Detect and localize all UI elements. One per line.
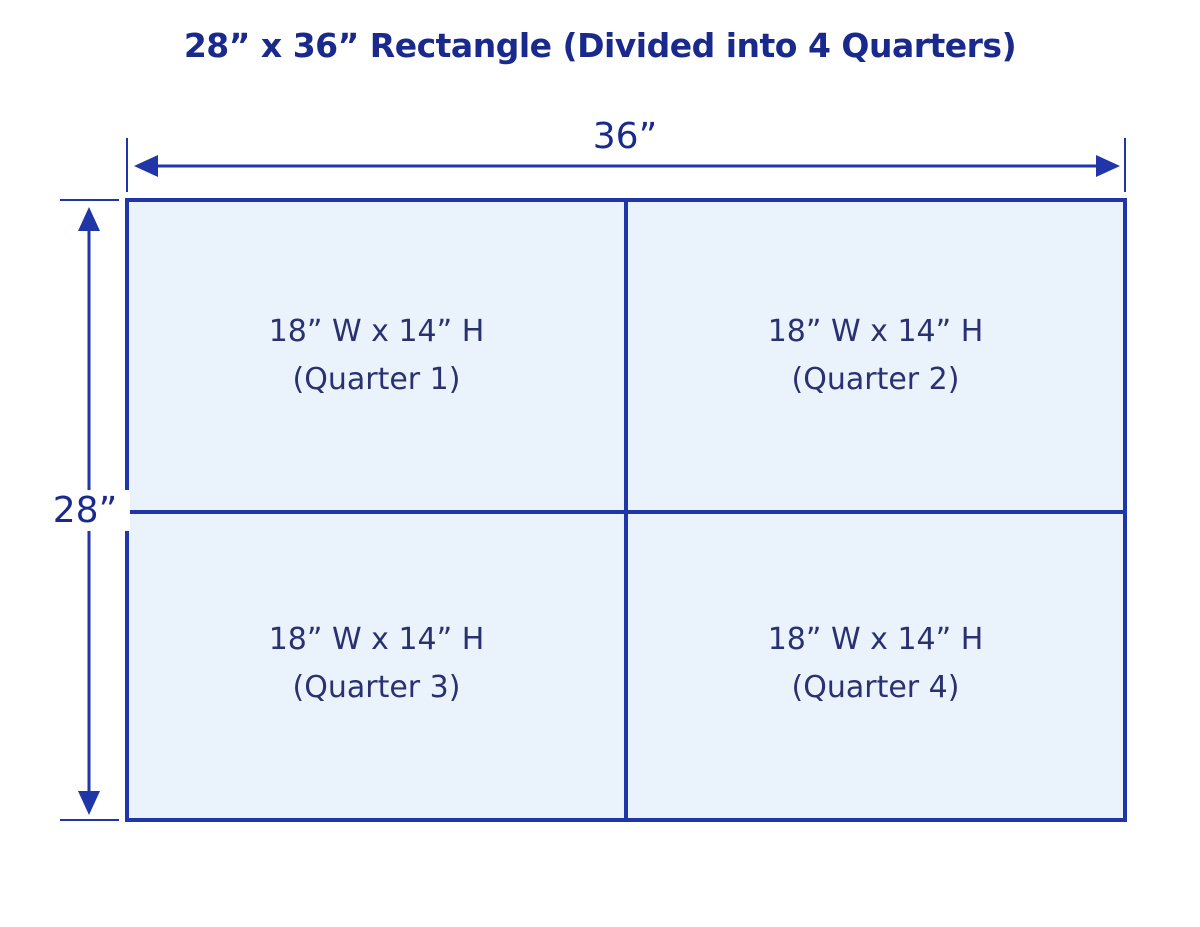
quarter-label: (Quarter 4) bbox=[791, 670, 960, 705]
width-arrow-right-icon bbox=[1096, 155, 1120, 177]
quarter-4: 18” W x 14” H (Quarter 4) bbox=[627, 616, 1124, 924]
quarter-size: 18” W x 14” H bbox=[268, 622, 485, 657]
quarter-1: 18” W x 14” H (Quarter 1) bbox=[128, 308, 625, 616]
quarter-2: 18” W x 14” H (Quarter 2) bbox=[627, 308, 1124, 616]
quarter-size: 18” W x 14” H bbox=[767, 622, 984, 657]
height-label: 28” bbox=[40, 490, 130, 531]
height-arrow-up-icon bbox=[78, 207, 100, 231]
width-arrow-left-icon bbox=[134, 155, 158, 177]
height-arrow-down-icon bbox=[78, 791, 100, 815]
quarter-label: (Quarter 2) bbox=[791, 362, 960, 397]
quarter-size: 18” W x 14” H bbox=[268, 314, 485, 349]
diagram-title: 28” x 36” Rectangle (Divided into 4 Quar… bbox=[183, 26, 1017, 65]
quarter-label: (Quarter 1) bbox=[292, 362, 461, 397]
quarter-size: 18” W x 14” H bbox=[767, 314, 984, 349]
quarter-3: 18” W x 14” H (Quarter 3) bbox=[128, 616, 625, 924]
quarter-label: (Quarter 3) bbox=[292, 670, 461, 705]
width-label: 36” bbox=[592, 116, 658, 157]
